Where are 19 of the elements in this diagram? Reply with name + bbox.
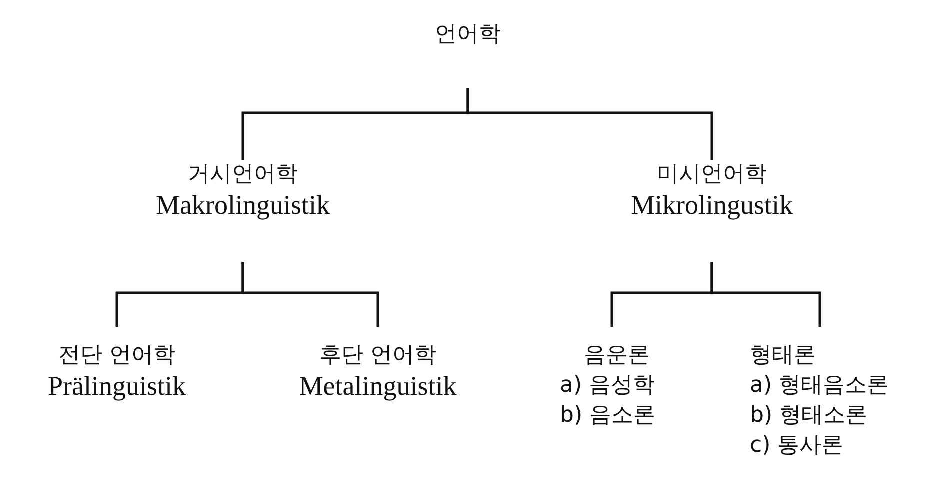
node-title: 거시언어학 [188,161,298,189]
list-item: b) 형태소론 [750,402,868,430]
connector-line [710,262,822,327]
latin-term: Prälinguistik [48,371,186,401]
node-title: 음운론 [584,342,650,370]
node-title: 형태론 [750,342,816,370]
connector-line [466,88,714,160]
latin-term: Makrolinguistik [156,190,330,220]
latin-term: Metalinguistik [299,371,457,401]
list-item: c) 통사론 [750,432,844,460]
node-title: 전단 언어학 [58,342,176,370]
node-title: 언어학 [435,21,501,49]
list-item: b) 음소론 [560,402,656,430]
node-title: 후단 언어학 [320,342,436,370]
node-title: 미시언어학 [657,161,767,189]
connector-line [242,262,380,327]
latin-term: Mikrolingustik [630,190,793,220]
list-item: a) 형태음소론 [750,372,890,400]
list-item: a) 음성학 [560,372,656,400]
